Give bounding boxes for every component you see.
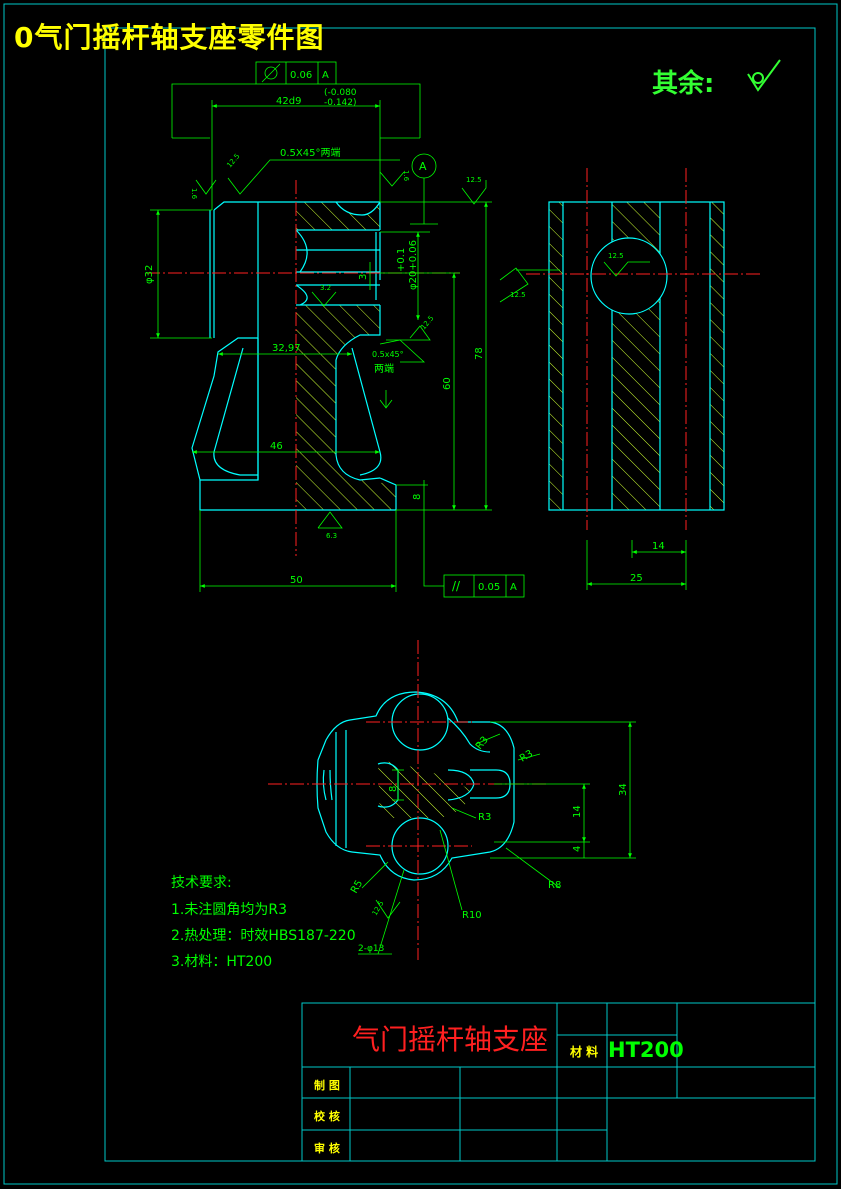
chamfer-mid: 0.5x45°: [372, 350, 404, 359]
row-drawn: 制 图: [314, 1079, 340, 1092]
side-dim-text: 14 25 12.5 12.5: [510, 252, 665, 584]
title-block: [301, 1002, 816, 1162]
rough-125e: 12.5: [608, 252, 624, 260]
part-name: 气门摇杆轴支座: [352, 1023, 549, 1056]
material-label: 材 料: [570, 1045, 599, 1059]
dim-8: 8: [412, 494, 423, 500]
chamfer-top: 0.5X45°两端: [280, 146, 340, 159]
rough-16b: 1.6: [402, 170, 410, 182]
row-checked: 校 核: [314, 1110, 340, 1123]
side-center-lines: [526, 168, 762, 530]
front-dim-text: 0.06 A 42d9 (-0.080 -0.142) 0.5X45°两端 A …: [144, 70, 517, 593]
requirements-title: 技术要求:: [171, 875, 232, 891]
dim-phi20: φ20+0.06: [408, 240, 419, 290]
rough-16a: 1.6: [190, 188, 198, 200]
plan-view: [316, 691, 515, 881]
rough-63: 6.3: [326, 532, 337, 540]
front-section-view: [191, 201, 397, 511]
tol-bottom-symbol: //: [452, 579, 461, 593]
dim-14-plan: 14: [572, 805, 583, 818]
dim-46: 46: [270, 441, 283, 452]
r3-b: R3: [518, 748, 535, 764]
r3-c: R3: [478, 812, 491, 823]
rough-125f: 12.5: [371, 899, 386, 917]
dim-50: 50: [290, 575, 303, 586]
dim-78: 78: [474, 347, 485, 360]
rough-32: 3.2: [320, 284, 331, 292]
requirement-3: 3.材料：HT200: [171, 954, 273, 970]
rest-roughness-label: 其余:: [652, 69, 715, 99]
hole-spec: 2-φ13: [358, 944, 384, 954]
row-approved: 审 核: [314, 1142, 340, 1155]
side-dimensions: [499, 261, 687, 590]
r5: R5: [349, 878, 365, 895]
r10: R10: [462, 910, 482, 921]
r8: R8: [548, 880, 561, 891]
dim-34: 34: [618, 783, 629, 796]
dim-phi32: φ32: [144, 265, 155, 284]
roughness-symbol-icon: [747, 59, 781, 92]
plan-dimensions: [358, 721, 636, 955]
inner-border: [104, 27, 816, 1162]
page-title: 0气门摇杆轴支座零件图: [14, 21, 325, 54]
tol-top-datum: A: [322, 70, 329, 81]
datum-a-circle: A: [419, 160, 427, 173]
dim-42: 42d9: [276, 96, 301, 107]
front-dimensions: [150, 61, 525, 598]
tol-top-value: 0.06: [290, 70, 312, 81]
tol-bottom-datum: A: [510, 582, 517, 593]
front-center-lines: [146, 180, 460, 556]
outer-border: [3, 3, 838, 1185]
dim-3297: 32,97: [272, 343, 301, 354]
rough-125b: 12.5: [466, 176, 482, 184]
tol-bottom-value: 0.05: [478, 582, 500, 593]
material-value: HT200: [608, 1038, 684, 1062]
rough-125c: 12.5: [419, 314, 435, 331]
dim-14-side: 14: [652, 541, 665, 552]
chamfer-mid-note: 两端: [374, 362, 394, 375]
rough-125a: 12.5: [225, 152, 241, 169]
requirement-1: 1.未注圆角均为R3: [171, 902, 287, 918]
dim-8-plan: 8: [388, 786, 399, 792]
dim-42-upper: (-0.080: [324, 88, 357, 98]
rough-125d: 12.5: [510, 291, 526, 299]
side-view: [548, 201, 725, 511]
dim-42-lower: -0.142): [324, 98, 357, 108]
dim-4: 4: [572, 846, 583, 852]
dim-phi20-tol: +0.1: [396, 248, 407, 272]
dim-60: 60: [442, 377, 453, 390]
dim-3: 3: [358, 274, 369, 280]
dim-25: 25: [630, 573, 643, 584]
requirement-2: 2.热处理：时效HBS187-220: [171, 928, 356, 944]
